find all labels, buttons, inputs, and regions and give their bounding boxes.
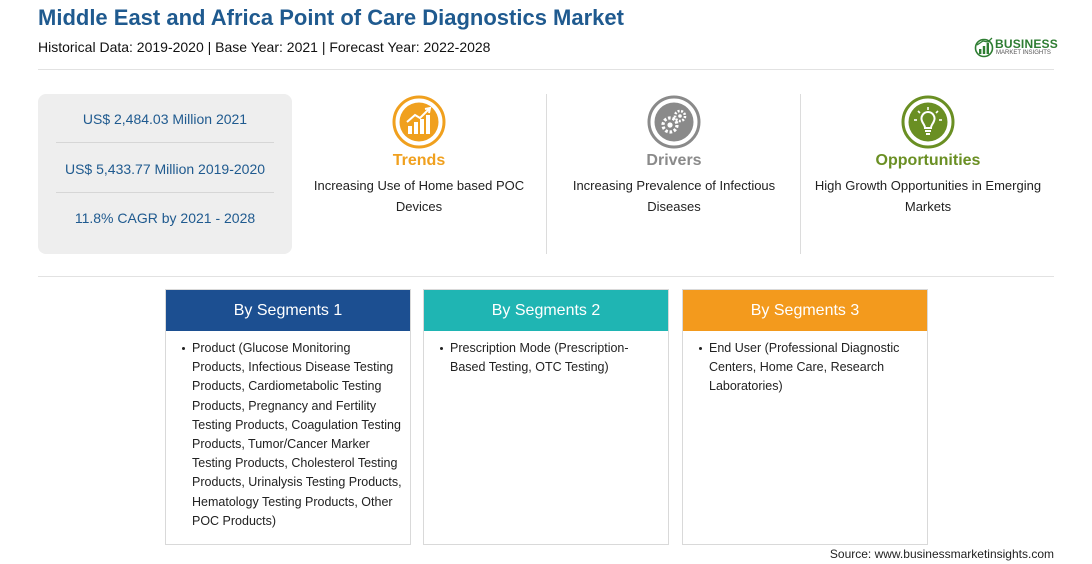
stat-divider [56, 142, 274, 143]
pillar-label-trends: Trends [392, 152, 446, 169]
pillar-text-trends: Increasing Use of Home based POC Devices [313, 178, 525, 214]
page-title: Middle East and Africa Point of Care Dia… [38, 5, 624, 30]
pillar-label-opportunities: Opportunities [875, 152, 981, 169]
pillar-divider [546, 94, 547, 254]
segment-item: Product (Glucose Monitoring Products, In… [182, 339, 402, 531]
pillar-trends: Trends Increasing Use of Home based POC … [299, 94, 539, 217]
brand-logo[interactable]: BUSINESS MARKET INSIGHTS [974, 35, 1058, 59]
segment-card-1: By Segments 1 Product (Glucose Monitorin… [165, 289, 411, 545]
segment-title-2: By Segments 2 [424, 290, 668, 331]
pillar-divider [800, 94, 801, 254]
stat-cagr: 11.8% CAGR by 2021 - 2028 [74, 210, 256, 226]
stat-market-2021: US$ 2,484.03 Million 2021 [82, 111, 248, 127]
pillar-label-drivers: Drivers [646, 152, 702, 169]
pillar-text-opportunities: High Growth Opportunities in Emerging Ma… [814, 178, 1042, 214]
segment-item: End User (Professional Diagnostic Center… [699, 339, 919, 397]
globe-logo-icon [974, 37, 994, 58]
logo-tagline: MARKET INSIGHTS [996, 50, 1051, 56]
pillar-drivers: Drivers Increasing Prevalence of Infecti… [554, 94, 794, 217]
segment-title-1: By Segments 1 [166, 290, 410, 331]
page-subtitle: Historical Data: 2019-2020 | Base Year: … [38, 39, 491, 55]
growth-chart-icon [392, 95, 446, 149]
segment-title-3: By Segments 3 [683, 290, 927, 331]
gears-icon [647, 95, 701, 149]
middle-divider [38, 276, 1054, 277]
segment-card-3: By Segments 3 End User (Professional Dia… [682, 289, 928, 545]
segment-item: Prescription Mode (Prescription-Based Te… [440, 339, 660, 377]
pillar-opportunities: Opportunities High Growth Opportunities … [808, 94, 1048, 217]
market-stats-panel: US$ 2,484.03 Million 2021 US$ 5,433.77 M… [38, 94, 292, 254]
source-note: Source: www.businessmarketinsights.com [829, 547, 1054, 561]
stat-divider [56, 192, 274, 193]
lightbulb-icon [901, 95, 955, 149]
pillar-text-drivers: Increasing Prevalence of Infectious Dise… [572, 178, 776, 214]
segment-card-2: By Segments 2 Prescription Mode (Prescri… [423, 289, 669, 545]
top-divider [38, 69, 1054, 70]
logo-name: BUSINESS [995, 37, 1058, 51]
stat-market-historical: US$ 5,433.77 Million 2019-2020 [64, 161, 266, 177]
